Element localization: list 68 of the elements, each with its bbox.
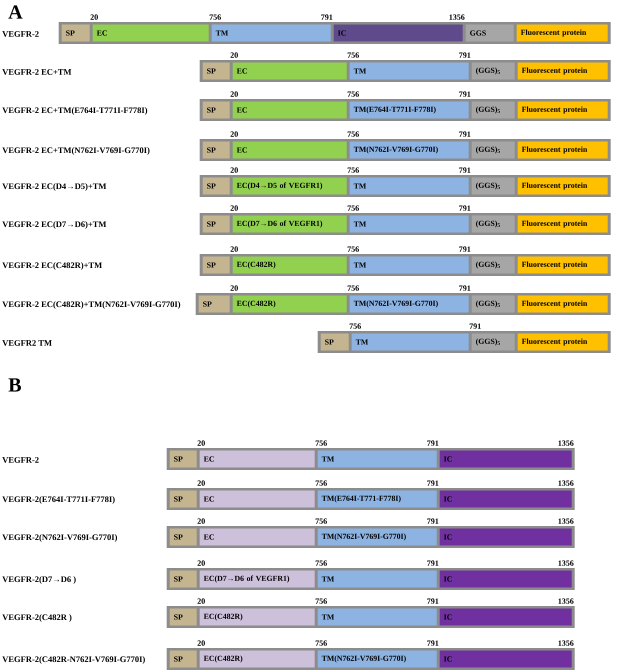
position-number: 791 <box>459 131 470 137</box>
row-label: VEGFR-2(C482R ) <box>2 614 72 622</box>
position-number: 20 <box>230 205 238 211</box>
row-label: VEGFR-2(C482R-N762I-V769I-G770I) <box>2 656 145 664</box>
position-number: 1356 <box>449 14 465 20</box>
row-label: VEGFR-2 <box>2 31 39 37</box>
position-number: 1356 <box>558 640 574 646</box>
position-number: 20 <box>198 440 205 446</box>
position-number: 756 <box>316 560 327 566</box>
position-number: 756 <box>348 205 359 211</box>
position-number: 20 <box>198 480 205 486</box>
row-label: VEGFR-2 EC(C482R)+TM(N762I-V769I-G770I) <box>2 301 180 309</box>
row-label: VEGFR-2 EC(C482R)+TM <box>2 262 102 270</box>
position-number: 756 <box>316 640 327 646</box>
position-number: 791 <box>459 285 470 291</box>
position-number: 20 <box>198 598 205 604</box>
position-number: 20 <box>230 131 238 137</box>
position-number: 791 <box>459 167 470 173</box>
row-label: VEGFR-2 EC(D7→D6)+TM <box>2 221 106 229</box>
position-number: 756 <box>348 246 359 252</box>
position-number: 756 <box>316 480 327 486</box>
position-number: 1356 <box>558 518 574 524</box>
position-number: 20 <box>198 640 205 646</box>
row-label: VEGFR-2 EC+TM(E764I-T771I-F778I) <box>2 107 148 115</box>
position-number: 756 <box>316 440 327 446</box>
panel-letter: A <box>8 5 22 19</box>
row-label: VEGFR-2(E764I-T771I-F778I) <box>2 496 115 504</box>
position-number: 20 <box>230 167 238 173</box>
position-number: 20 <box>230 52 238 58</box>
position-number: 756 <box>348 131 359 137</box>
position-number: 791 <box>427 640 438 646</box>
panel-letter: B <box>8 378 21 392</box>
position-number: 791 <box>459 205 470 211</box>
position-number: 1356 <box>558 480 574 486</box>
position-number: 791 <box>321 14 332 20</box>
row-label: VEGFR-2 EC(D4→D5)+TM <box>2 183 106 191</box>
position-number: 756 <box>316 598 327 604</box>
position-number: 756 <box>348 167 359 173</box>
row-label: VEGFR-2(N762I-V769I-G770I) <box>2 534 118 542</box>
position-number: 1356 <box>558 440 574 446</box>
position-number: 791 <box>470 323 481 329</box>
position-number: 1356 <box>558 598 574 604</box>
row-label: VEGFR-2 EC+TM(N762I-V769I-G770I) <box>2 147 150 155</box>
row-label: VEGFR2 TM <box>2 340 52 346</box>
position-number: 791 <box>459 246 470 252</box>
position-number: 756 <box>316 518 327 524</box>
row-label: VEGFR-2 EC+TM <box>2 69 72 75</box>
position-number: 1356 <box>558 560 574 566</box>
row-label: VEGFR-2 <box>2 457 39 463</box>
position-number: 791 <box>427 560 438 566</box>
position-number: 791 <box>427 598 438 604</box>
row-label: VEGFR-2(D7→D6 ) <box>2 576 76 584</box>
position-number: 20 <box>198 518 205 524</box>
position-number: 20 <box>230 246 238 252</box>
position-number: 756 <box>348 91 359 97</box>
position-number: 20 <box>90 14 98 20</box>
position-number: 20 <box>230 91 238 97</box>
position-number: 20 <box>198 560 205 566</box>
position-number: 791 <box>427 518 438 524</box>
position-number: 756 <box>348 52 359 58</box>
position-number: 756 <box>348 285 359 291</box>
position-number: 791 <box>459 91 470 97</box>
position-number: 791 <box>459 52 470 58</box>
position-number: 756 <box>210 14 221 20</box>
position-number: 20 <box>230 285 238 291</box>
position-number: 791 <box>427 440 438 446</box>
position-number: 756 <box>350 323 361 329</box>
position-number: 791 <box>427 480 438 486</box>
